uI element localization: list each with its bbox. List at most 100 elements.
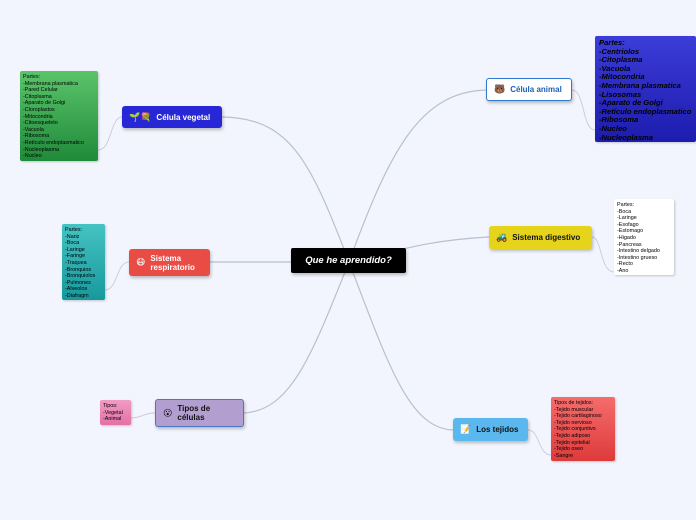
note-heading: Tipos de tejidos:: [554, 400, 594, 406]
topic-celula-animal[interactable]: 🐻 Célula animal: [486, 78, 572, 101]
note-item: -Nariz: [65, 233, 80, 240]
note-item: -Tejido cartilaginoso: [554, 413, 602, 420]
note-item: -Cloroplastos: [23, 106, 55, 113]
note-list: -Membrana plasmatica-Pared Celular-Citop…: [23, 81, 95, 160]
central-topic[interactable]: Que he aprendido?: [291, 248, 406, 273]
link-note-respiratorio: [104, 261, 130, 291]
note-list: -Boca-Laringe-Esofago-Estomago-Higado-Pa…: [617, 209, 671, 275]
note-item: -Pancreas: [617, 241, 642, 248]
note-item: -Laringe: [65, 246, 85, 253]
topic-label: Célula animal: [510, 85, 562, 94]
bear-icon: 🐻: [494, 84, 506, 94]
topic-label: Sistema respiratorio: [150, 253, 195, 272]
note-item: -Ano: [617, 267, 629, 274]
note-item: -Intestino delgado: [617, 248, 660, 255]
note-item: -Higado: [617, 234, 636, 241]
note-item: -Laringe: [617, 215, 637, 222]
note-item: -Estomago: [617, 228, 644, 235]
note-item: -Recto: [617, 261, 633, 268]
link-note-tejidos: [527, 429, 552, 456]
note-item: -Membrana plasmatica: [23, 80, 78, 87]
note-sistema-respiratorio[interactable]: Partes: -Nariz-Boca-Laringe-Faringe-Traq…: [62, 224, 105, 300]
note-heading: Partes:: [617, 202, 635, 208]
note-tipos-celulas[interactable]: Tipos: -Vegetal-Animal: [100, 400, 131, 425]
note-celula-vegetal[interactable]: Partes: -Membrana plasmatica-Pared Celul…: [20, 71, 98, 161]
note-item: -Nucleoplasma: [23, 146, 59, 153]
note-item: -Esofago: [617, 221, 639, 228]
note-item: -Boca: [617, 208, 632, 215]
note-item: -Nucleoplasma: [599, 132, 654, 142]
topic-label: Tipos de células: [177, 404, 211, 422]
note-item: -Citoplasma: [599, 55, 643, 65]
note-item: -Retículo endoplasmatico: [23, 139, 84, 146]
note-item: -Tejido nervioso: [554, 419, 592, 426]
note-heading: Partes:: [599, 38, 625, 47]
note-item: -Animal: [103, 416, 122, 423]
note-item: -Intestino grueso: [617, 254, 658, 261]
note-item: -Citoplasma: [23, 93, 52, 100]
note-item: -Tejido epitelial: [554, 439, 590, 446]
note-item: -Vegetal: [103, 409, 123, 416]
note-item: -Aparato de Golgi: [599, 98, 663, 108]
note-item: -Tejido adiposo: [554, 432, 591, 439]
topic-tipos-celulas[interactable]: 😮 Tipos de células: [155, 399, 244, 427]
note-item: -Lisosomas: [599, 89, 642, 99]
topic-celula-vegetal[interactable]: 🌱💐 Célula vegetal: [122, 106, 222, 128]
note-item: -Retículo endoplasmatico: [599, 106, 692, 116]
note-item: -Pared Celular: [23, 87, 58, 94]
note-heading: Partes:: [65, 227, 83, 233]
note-item: -Mitocondria: [23, 113, 53, 120]
note-list: -Centriolos-Citoplasma-Vacuola-Mitocondr…: [599, 46, 692, 142]
note-item: -Mitocondria: [599, 72, 645, 82]
topic-label: Los tejidos: [476, 425, 519, 434]
topic-tejidos[interactable]: 📝 Los tejidos: [453, 418, 528, 441]
link-note-digestivo: [591, 236, 615, 273]
topic-sistema-digestivo[interactable]: 🚜 Sistema digestivo: [489, 226, 592, 249]
note-item: -Tejido oseo: [554, 446, 584, 453]
note-item: -Faringe: [65, 253, 86, 260]
note-sistema-digestivo[interactable]: Partes: -Boca-Laringe-Esofago-Estomago-H…: [614, 199, 674, 275]
note-item: -Sangre: [554, 452, 574, 459]
memo-icon: 📝: [460, 424, 472, 434]
plant-flower-icon: 🌱💐: [129, 111, 152, 122]
note-item: -Nucleo: [599, 123, 627, 133]
surprised-face-icon: 😮: [163, 407, 173, 418]
note-item: -Boca: [65, 240, 80, 247]
link-note-animal: [571, 89, 596, 131]
note-list: -Nariz-Boca-Laringe-Faringe-Traquea-Bron…: [65, 234, 102, 300]
note-item: -Bronquiolos: [65, 273, 96, 280]
note-item: -Centriolos: [599, 46, 640, 56]
note-item: -Citoesqueleto: [23, 120, 58, 127]
note-item: -Alveolos: [65, 286, 88, 293]
topic-label: Sistema digestivo: [512, 233, 581, 242]
note-item: -Bronquios: [65, 266, 92, 273]
central-topic-label: Que he aprendido?: [305, 255, 392, 266]
note-item: -Ribosoma: [23, 133, 50, 140]
note-tejidos[interactable]: Tipos de tejidos: -Tejido muscular-Tejid…: [551, 397, 615, 461]
link-note-celula-vegetal: [97, 116, 123, 151]
tractor-icon: 🚜: [496, 232, 508, 242]
note-item: -Diafragm: [65, 292, 89, 299]
note-item: -Membrana plasmatica: [599, 80, 681, 90]
topic-label: Célula vegetal: [156, 112, 211, 122]
topic-sistema-respiratorio[interactable]: 😷 Sistema respiratorio: [129, 249, 210, 276]
link-tejidos: [348, 261, 454, 431]
link-celula-animal: [348, 89, 487, 263]
note-item: -Nucleo: [23, 153, 42, 160]
note-list: -Vegetal-Animal: [103, 410, 128, 423]
note-list: -Tejido muscular-Tejido cartilaginoso-Te…: [554, 407, 612, 460]
note-item: -Pulmones: [65, 279, 91, 286]
link-celula-vegetal: [221, 116, 350, 263]
note-item: -Tejido muscular: [554, 406, 594, 413]
note-heading: Tipos:: [103, 403, 118, 409]
note-celula-animal[interactable]: Partes: -Centriolos-Citoplasma-Vacuola-M…: [595, 36, 696, 142]
link-tipos-celulas: [243, 261, 350, 414]
note-item: -Tejido conjuntivo: [554, 426, 596, 433]
note-heading: Partes:: [23, 74, 41, 80]
note-item: -Vacuola: [599, 63, 631, 73]
note-item: -Traquea: [65, 259, 87, 266]
link-note-tipos: [130, 412, 156, 419]
note-item: -Vacuola: [23, 126, 44, 133]
face-mask-icon: 😷: [136, 257, 146, 267]
note-item: -Aparato de Golgi: [23, 100, 66, 107]
